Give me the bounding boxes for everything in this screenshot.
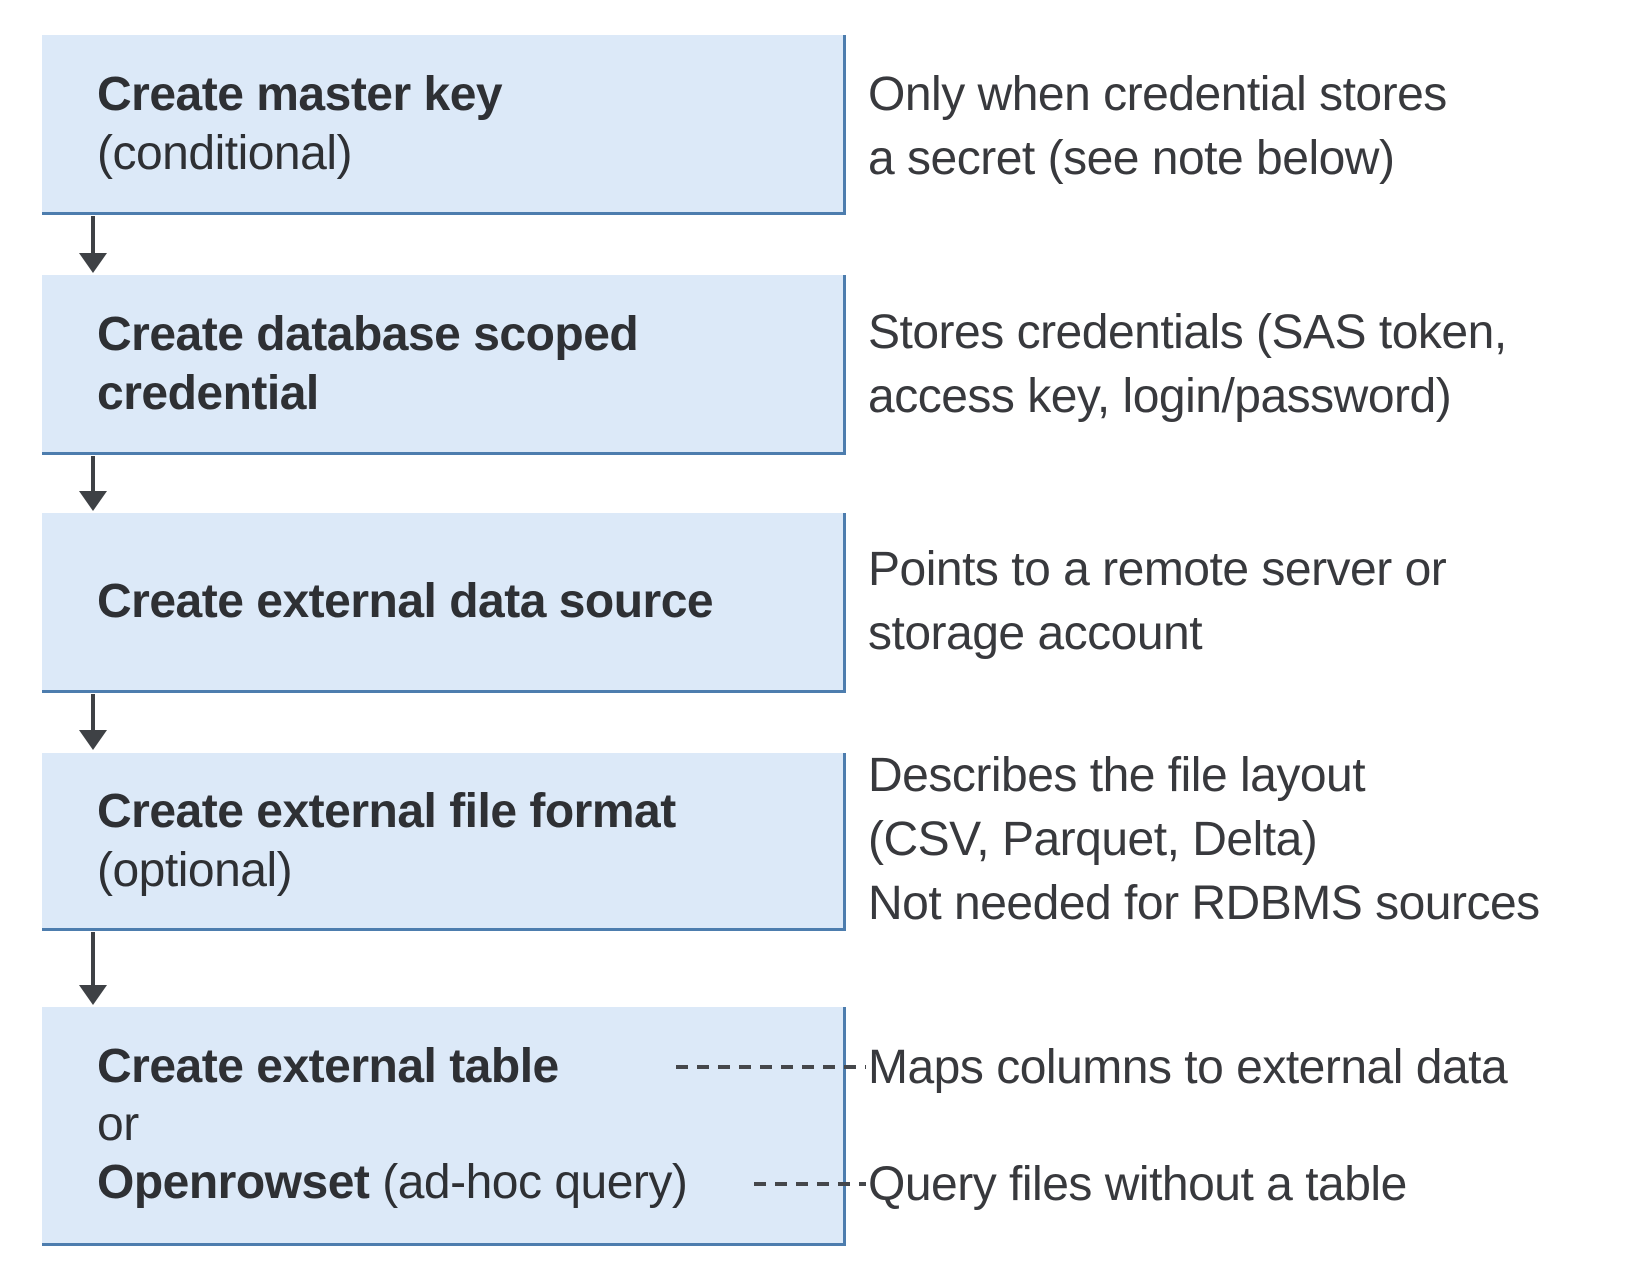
dashed-connector-external-table [676, 1065, 866, 1069]
down-arrow-icon [79, 456, 107, 511]
annotation-line: a secret (see note below) [868, 132, 1395, 185]
annotation-master-key: Only when credential stores a secret (se… [868, 63, 1447, 191]
flow-box-create-master-key: Create master key (conditional) [42, 35, 846, 215]
box-title-line2: credential [97, 366, 319, 420]
annotation-line: Query files without a table [868, 1158, 1407, 1211]
down-arrow-icon [79, 932, 107, 1005]
flow-box-create-external-data-source: Create external data source [42, 513, 846, 693]
openrowset-label: Openrowset [97, 1156, 370, 1209]
annotation-line: Only when credential stores [868, 68, 1447, 121]
box-title: Create database scoped [97, 307, 639, 361]
annotation-external-table: Maps columns to external data [868, 1036, 1508, 1100]
box-subtitle: (conditional) [97, 126, 352, 180]
annotation-openrowset: Query files without a table [868, 1153, 1407, 1217]
annotation-line: Describes the file layout [868, 749, 1366, 802]
annotation-line: Maps columns to external data [868, 1041, 1508, 1094]
down-arrow-icon [79, 216, 107, 273]
box-or-text: or [97, 1098, 139, 1151]
flow-box-create-external-table-or-openrowset: Create external table or Openrowset (ad-… [42, 1007, 846, 1246]
flow-box-create-database-scoped-credential: Create database scoped credential [42, 275, 846, 455]
annotation-line: storage account [868, 607, 1203, 660]
flow-box-create-external-file-format: Create external file format (optional) [42, 753, 846, 931]
box-title: Create master key [97, 67, 503, 121]
annotation-scoped-credential: Stores credentials (SAS token, access ke… [868, 301, 1507, 429]
box-title: Create external file format [97, 784, 676, 838]
annotation-line: Points to a remote server or [868, 543, 1447, 596]
down-arrow-icon [79, 694, 107, 750]
annotation-file-format: Describes the file layout (CSV, Parquet,… [868, 744, 1540, 936]
annotation-line: Not needed for RDBMS sources [868, 877, 1540, 930]
annotation-data-source: Points to a remote server or storage acc… [868, 538, 1447, 666]
box-subtitle: (optional) [97, 843, 293, 897]
box-title-openrowset: Openrowset (ad-hoc query) [97, 1154, 843, 1212]
box-title: Create external table [97, 1040, 559, 1093]
adhoc-query-label: (ad-hoc query) [369, 1156, 688, 1209]
box-title: Create external data source [97, 575, 714, 628]
dashed-connector-openrowset [754, 1182, 866, 1186]
annotation-line: Stores credentials (SAS token, [868, 306, 1507, 359]
annotation-line: access key, login/password) [868, 370, 1452, 423]
annotation-line: (CSV, Parquet, Delta) [868, 813, 1318, 866]
